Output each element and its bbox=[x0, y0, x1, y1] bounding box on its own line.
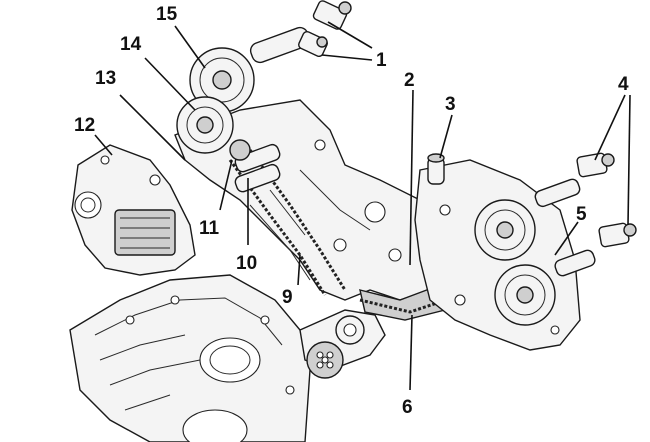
left-camshaft-gears bbox=[176, 26, 311, 193]
callout-10: 10 bbox=[236, 253, 257, 274]
callout-13: 13 bbox=[95, 68, 116, 89]
callout-6: 6 bbox=[402, 397, 413, 418]
timing-chain-left bbox=[228, 149, 347, 296]
left-cover-plate bbox=[71, 144, 196, 276]
chain-tensioner bbox=[427, 153, 445, 185]
crankshaft-sprocket bbox=[299, 309, 386, 379]
callout-4: 4 bbox=[618, 74, 629, 95]
lower-timing-cover bbox=[69, 274, 311, 442]
callout-9: 9 bbox=[282, 287, 293, 308]
callout-14: 14 bbox=[120, 34, 142, 55]
solenoid-valves-right bbox=[576, 152, 637, 248]
callout-5: 5 bbox=[576, 204, 587, 225]
callout-15: 15 bbox=[156, 4, 178, 25]
right-cylinder-head bbox=[414, 159, 596, 351]
callout-1: 1 bbox=[376, 50, 387, 71]
callout-12: 12 bbox=[74, 115, 95, 136]
leader-lines bbox=[94, 21, 631, 391]
callout-labels: 1 2 3 4 5 6 9 10 11 12 13 14 15 bbox=[74, 4, 629, 418]
callout-2: 2 bbox=[404, 70, 415, 91]
callout-3: 3 bbox=[445, 94, 456, 115]
solenoid-valves-left bbox=[298, 0, 352, 58]
callout-11: 11 bbox=[199, 218, 220, 239]
